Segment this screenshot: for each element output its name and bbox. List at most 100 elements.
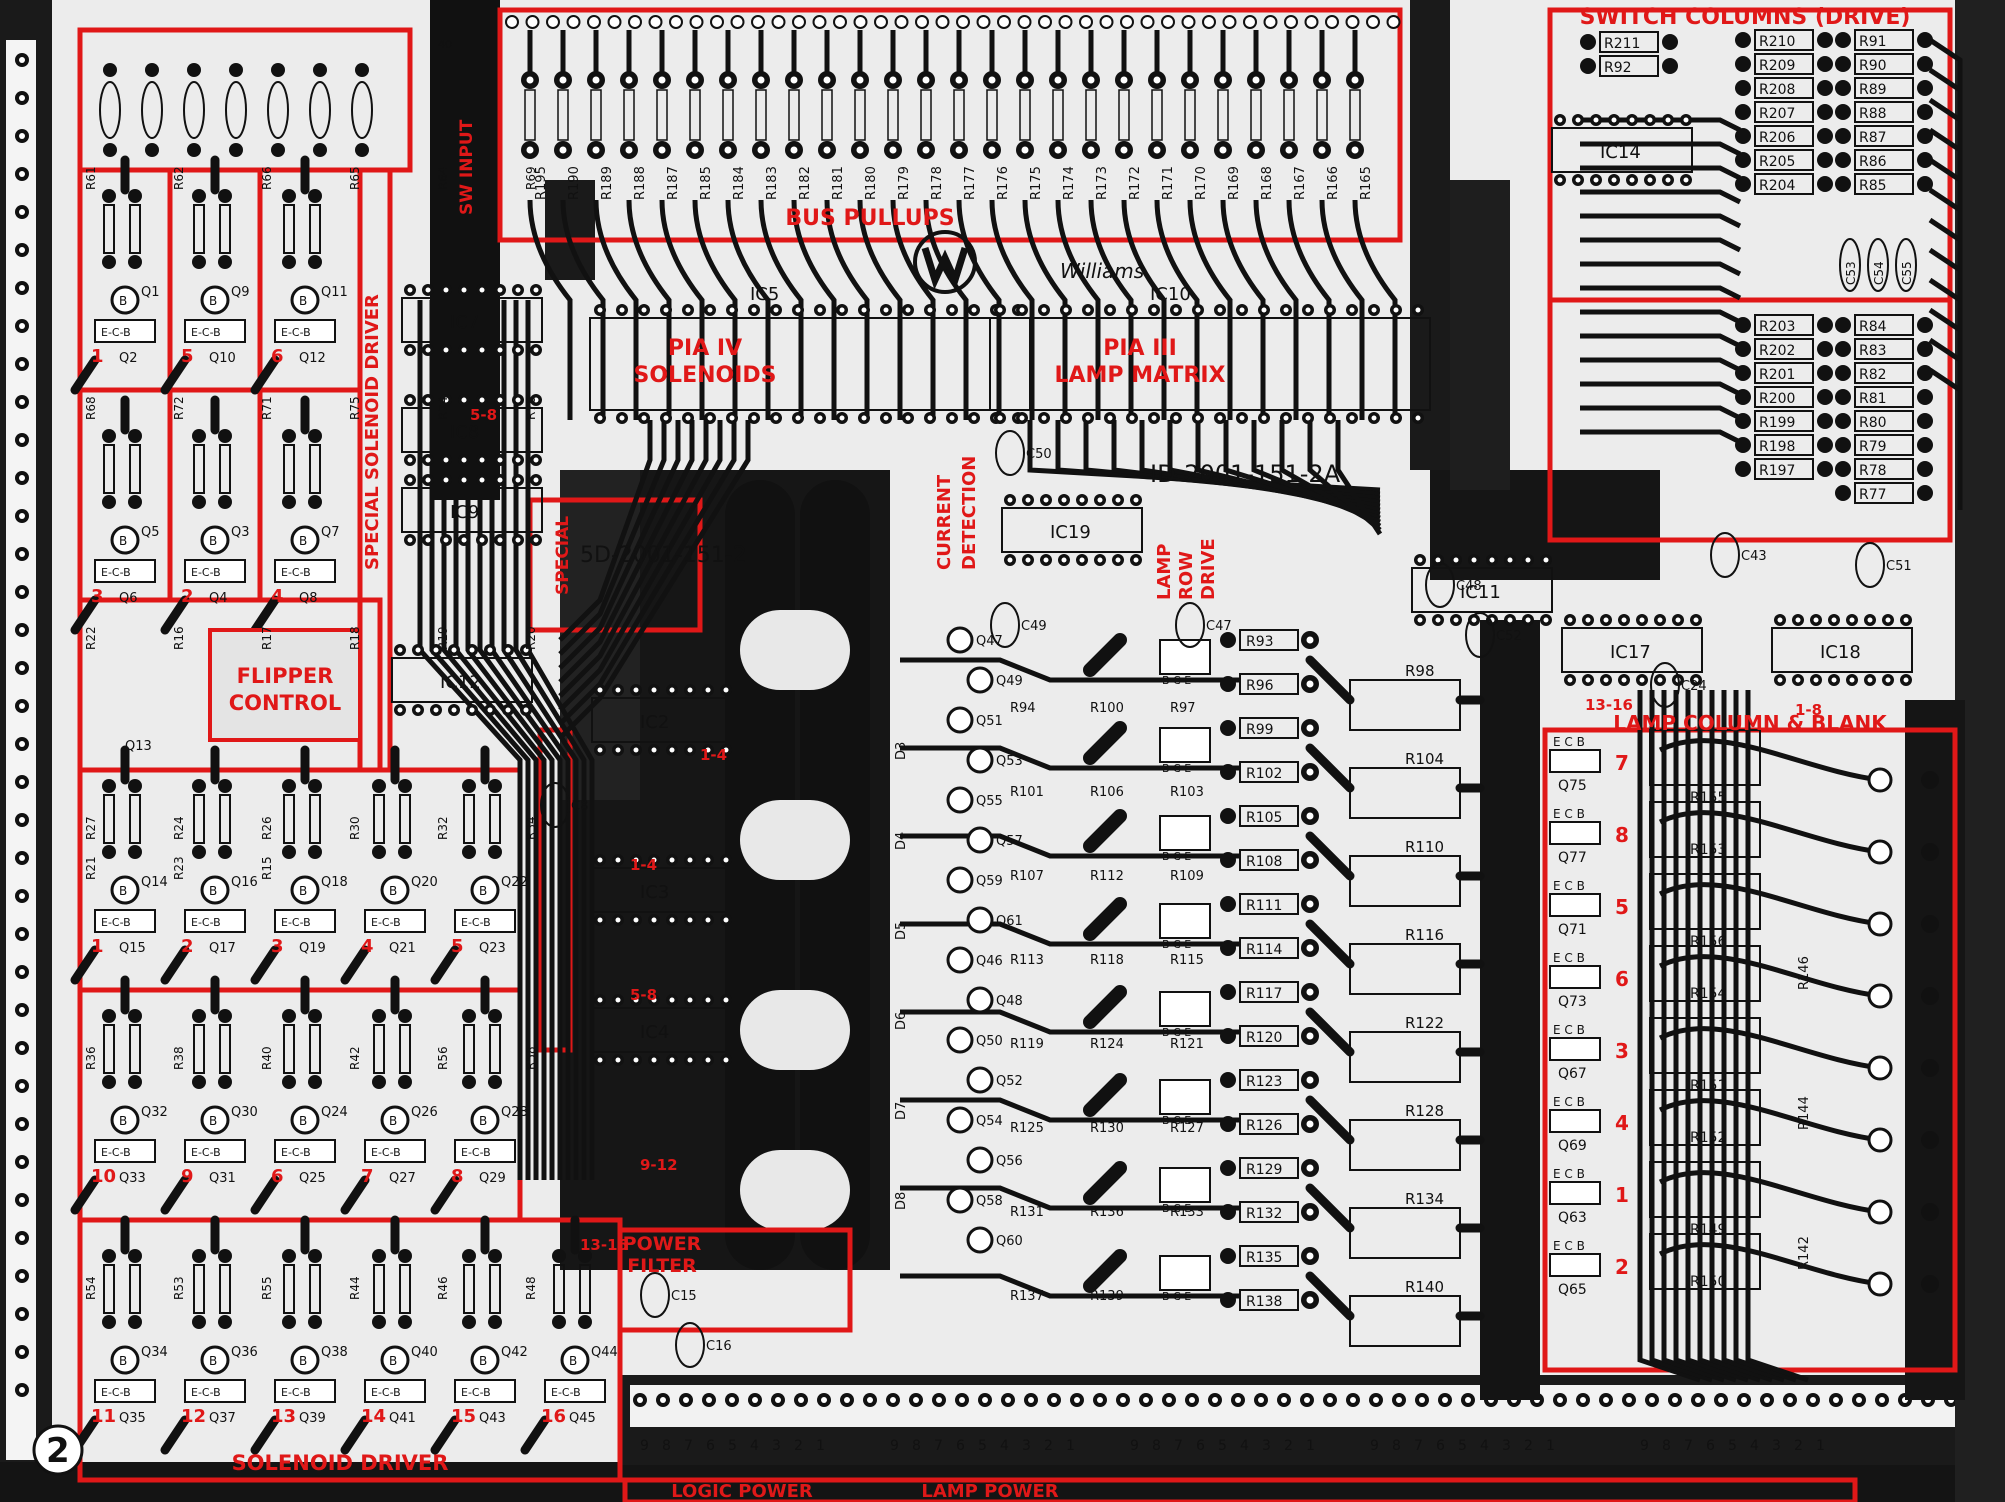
lamp-column-label: LAMP COLUMN & BLANK — [1613, 711, 1888, 735]
connector-digit: 8 — [1392, 1438, 1401, 1454]
switch-resistor: R206 — [1759, 130, 1796, 146]
switch-resistor: R197 — [1759, 463, 1795, 479]
ebc-label: E-C-B — [281, 916, 311, 929]
bce-label: B C E — [1162, 1026, 1191, 1039]
lamp-transistor-label: Q51 — [976, 714, 1003, 729]
lamp-column-digit: 3 — [1615, 1039, 1629, 1063]
resistor-label: R170 — [1194, 166, 1209, 200]
switch-resistor: R81 — [1859, 391, 1887, 407]
lamp-row-resistor: R99 — [1246, 722, 1274, 738]
lamp-transistor-label: Q61 — [996, 914, 1023, 929]
control-label: CONTROL — [229, 691, 342, 715]
transistor-base-mark: B — [479, 884, 487, 898]
resistor-label: R171 — [1161, 166, 1176, 200]
capacitor-label: C52 — [1496, 629, 1522, 644]
transistor-label: Q39 — [299, 1411, 326, 1426]
lamp-row-resistor: R120 — [1246, 1030, 1282, 1046]
ic17-chip — [1561, 627, 1703, 673]
bce-label: B C E — [1162, 1114, 1191, 1127]
lamp-row-resistor: R132 — [1246, 1206, 1282, 1222]
capacitor-label: C47 — [1206, 619, 1232, 634]
transistor-label: Q1 — [141, 285, 160, 300]
pia-iii-label: PIA III — [1103, 336, 1177, 361]
ic2-chip — [591, 697, 733, 743]
driver-number: 7 — [361, 1166, 374, 1187]
transistor-label: Q19 — [299, 941, 326, 956]
lamp-column-transistor: Q77 — [1558, 850, 1587, 866]
transistor-body — [110, 285, 140, 315]
ic8-label: IC8 — [450, 422, 479, 443]
connector-digit: 2 — [1524, 1438, 1533, 1454]
lamp-row-resistor-b: R124 — [1090, 1037, 1124, 1052]
transistor-label: Q33 — [119, 1171, 146, 1186]
diode-label: D5 — [894, 922, 909, 940]
ebc-label: E-C-B — [101, 1146, 131, 1159]
lamp-row-resistor-b: R112 — [1090, 869, 1124, 884]
lamp-power-label: LAMP POWER — [921, 1481, 1058, 1502]
transistor-body — [380, 875, 410, 905]
connector-digit: 1 — [816, 1438, 825, 1454]
resistor-label: R32 — [436, 816, 450, 840]
capacitor-label: C48 — [1456, 579, 1482, 594]
ebc-label: E C B — [1553, 807, 1585, 821]
ebc-label: E-C-B — [371, 1386, 401, 1399]
connector-digit: 9 — [1640, 1438, 1649, 1454]
resistor-label: R166 — [1326, 166, 1341, 200]
switch-resistor: R200 — [1759, 391, 1795, 407]
connector-digit: 3 — [1502, 1438, 1511, 1454]
transistor-label: Q41 — [389, 1411, 416, 1426]
driver-number: 1 — [91, 346, 104, 367]
capacitor-label: C51 — [1886, 559, 1912, 574]
lamp-column-transistor: Q73 — [1558, 994, 1587, 1010]
transistor-base-mark: B — [389, 1354, 397, 1368]
transistor-label: Q43 — [479, 1411, 506, 1426]
transistor-label: Q17 — [209, 941, 236, 956]
connector-digit: 3 — [1022, 1438, 1031, 1454]
driver-number: 2 — [181, 936, 194, 957]
lamp-big-resistor: R98 — [1405, 662, 1435, 680]
switch-resistor: R205 — [1759, 154, 1795, 170]
transistor-label: Q11 — [321, 285, 348, 300]
resistor-label: R92 — [1604, 60, 1632, 76]
resistor-label: R27 — [84, 816, 98, 840]
connector-digit: 4 — [750, 1438, 759, 1454]
resistor-label: R142 — [1797, 1236, 1812, 1270]
transistor-body — [290, 1345, 320, 1375]
resistor-label: R184 — [732, 166, 747, 200]
lamp-column-digit: 1 — [1615, 1183, 1629, 1207]
lamp-row-resistor: R135 — [1246, 1250, 1282, 1266]
detection-label: DETECTION — [959, 456, 980, 570]
resistor-label: R182 — [798, 166, 813, 200]
switch-resistor: R77 — [1859, 487, 1887, 503]
lamp-transistor-label: Q54 — [976, 1114, 1003, 1129]
bce-label: B C E — [1162, 850, 1191, 863]
lamp-big-resistor: R128 — [1405, 1102, 1444, 1120]
switch-resistor: R90 — [1859, 58, 1887, 74]
transistor-label: Q31 — [209, 1171, 236, 1186]
transistor-label: Q42 — [501, 1345, 528, 1360]
diode-label: D7 — [894, 1102, 909, 1120]
transistor-base-mark: B — [389, 1114, 397, 1128]
lamp-row-drive-3: DRIVE — [1198, 538, 1219, 600]
resistor-label: R40 — [260, 1046, 274, 1070]
capacitor-label: C53 — [1844, 261, 1858, 285]
connector-digit: 8 — [662, 1438, 671, 1454]
part-number-a: ID-2001-151-2A — [1150, 460, 1341, 488]
switch-resistor: R91 — [1859, 34, 1887, 50]
bce-label: B C E — [1162, 938, 1191, 951]
transistor-label: Q12 — [299, 351, 326, 366]
connector-digit: 9 — [1370, 1438, 1379, 1454]
transistor-base-mark: B — [569, 1354, 577, 1368]
ebc-label: E C B — [1553, 1167, 1585, 1181]
bce-label: B C E — [1162, 762, 1191, 775]
lamp-column-resistor: R155 — [1690, 790, 1726, 806]
driver-number: 13 — [271, 1406, 296, 1427]
resistor-label: R173 — [1095, 166, 1110, 200]
connector-digit: 3 — [772, 1438, 781, 1454]
resistor-label: R144 — [1797, 1096, 1812, 1130]
resistor-label: R187 — [666, 166, 681, 200]
transistor-label: Q44 — [591, 1345, 618, 1360]
special-label: SPECIAL — [553, 516, 573, 595]
ebc-label: E-C-B — [371, 1146, 401, 1159]
lamp-transistor-label: Q60 — [996, 1234, 1023, 1249]
